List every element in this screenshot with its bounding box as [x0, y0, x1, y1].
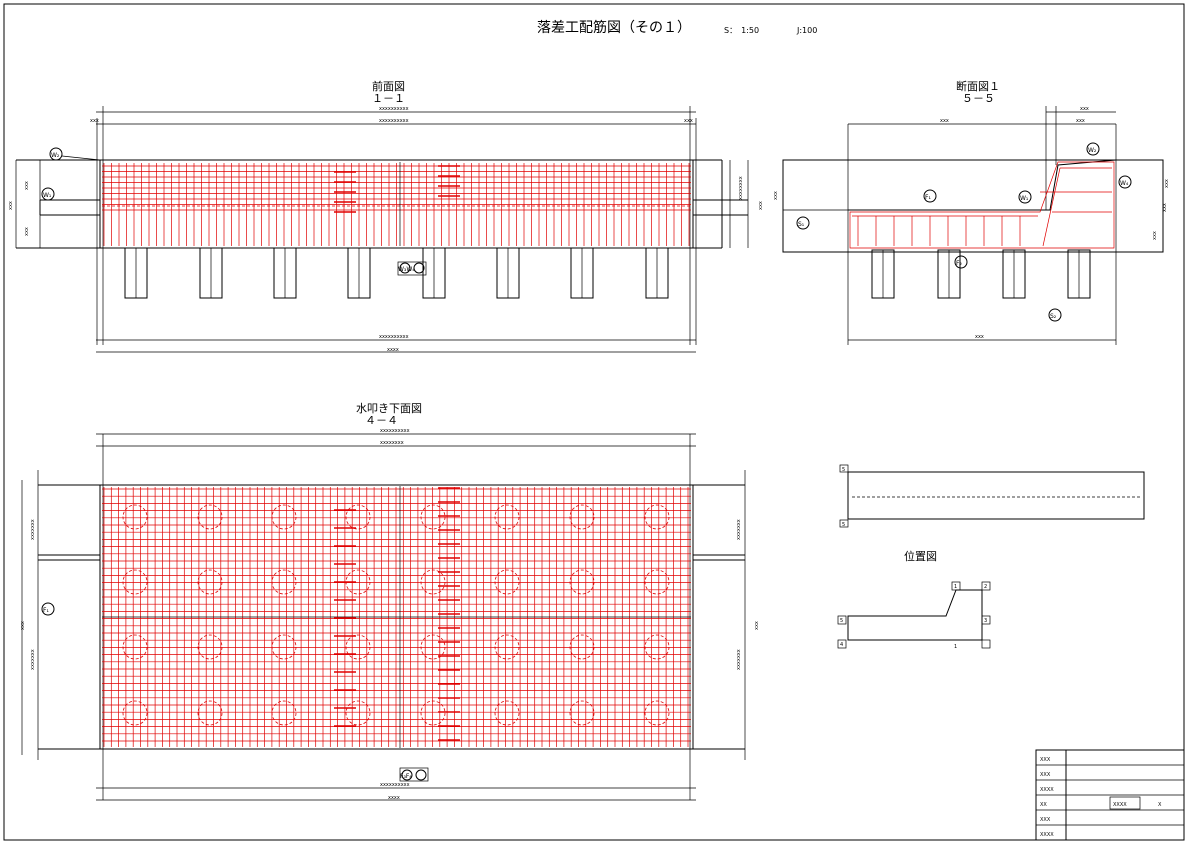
section-view-name: 断面図１ [956, 79, 1000, 93]
title-block: XXX XXX XXXX XX XXX XXXX XXXX X [1035, 749, 1185, 841]
front-dim-right: xxx [684, 118, 693, 124]
svg-text:XXXX: XXXX [1040, 832, 1054, 838]
front-rebar-grid [102, 162, 691, 246]
svg-text:xxxxxxx: xxxxxxx [736, 649, 742, 670]
svg-text:xxx: xxx [1080, 106, 1089, 112]
svg-text:xxxxxxxxxx: xxxxxxxxxx [380, 782, 410, 788]
mark-w1: W₁ [41, 187, 55, 201]
front-view-sub: １－１ [372, 92, 405, 105]
front-dim-top: xxxxxxxxxx [379, 106, 409, 112]
svg-text:xxxxxxxxxx: xxxxxxxxxx [380, 428, 410, 434]
sheet-border [3, 3, 1185, 841]
svg-text:W₂: W₂ [1088, 147, 1097, 154]
plan-piles [122, 504, 670, 726]
front-piles [124, 247, 669, 299]
svg-text:W₄: W₄ [1120, 180, 1129, 187]
key-plan: 5 5 [839, 464, 1145, 528]
svg-text:xxx: xxx [1076, 118, 1085, 124]
svg-text:3: 3 [984, 618, 987, 624]
svg-text:xxx: xxx [975, 334, 984, 340]
mark-w1-sec: W₁ [1018, 190, 1032, 204]
front-dim-left: xxx [90, 118, 99, 124]
svg-text:XXX: XXX [1040, 772, 1051, 778]
svg-text:xxxxxxxx: xxxxxxxx [380, 440, 404, 446]
svg-text:xxx: xxx [754, 621, 760, 630]
svg-text:F₁: F₁ [43, 607, 49, 614]
drawing-title: 落差工配筋図（その１） [537, 19, 691, 36]
svg-text:1: 1 [954, 644, 957, 650]
svg-text:xxx: xxx [1152, 231, 1158, 240]
svg-text:xxx: xxx [20, 621, 26, 630]
svg-text:xxx: xxx [1164, 179, 1170, 188]
svg-text:xxx: xxx [24, 227, 30, 236]
mark-f1: F₁ [923, 189, 937, 203]
front-view: 前面図 １－１ xxxxxxxxxx xxxxxxxxxx xxx xxx xx… [8, 79, 764, 353]
mark-f1-plan: F₁ [41, 602, 55, 616]
svg-text:XXX: XXX [1040, 757, 1051, 763]
svg-text:W₂: W₂ [51, 152, 60, 159]
svg-text:4: 4 [840, 642, 843, 648]
svg-text:F₃F₄: F₃F₄ [400, 773, 412, 780]
mark-w2-sec: W₂ [1086, 142, 1100, 156]
plan-view-sub: ４－４ [365, 414, 398, 427]
svg-text:xxx: xxx [24, 181, 30, 190]
svg-text:xxx: xxx [773, 191, 779, 200]
plan-view: 水叩き下面図 ４－４ xxxxxxxxxx xxxxxxxx xxxxxxx x… [20, 402, 760, 801]
mark-w2: W₂ [49, 147, 101, 161]
svg-text:2: 2 [984, 584, 987, 590]
mark-s2: S₂ [1048, 308, 1062, 322]
svg-text:xxxx: xxxx [388, 795, 400, 801]
svg-text:5: 5 [842, 467, 845, 473]
svg-text:xxxxxxx: xxxxxxx [30, 519, 36, 540]
svg-text:xxxxxxx: xxxxxxx [30, 649, 36, 670]
front-dim-bottom2: xxxx [387, 347, 399, 353]
svg-text:XXXX: XXXX [1040, 787, 1054, 793]
svg-text:5: 5 [840, 618, 843, 624]
mark-w3w4: W₃W₄ [397, 261, 427, 276]
mark-w4-sec: W₄ [1118, 175, 1132, 189]
svg-text:xxx: xxx [8, 201, 14, 210]
svg-text:xxx: xxx [1162, 203, 1168, 212]
title-block-center: XXXX [1113, 802, 1127, 808]
front-dim-bottom: xxxxxxxxxx [379, 334, 409, 340]
front-dim-top2: xxxxxxxxxx [379, 118, 409, 124]
svg-text:xxx: xxx [758, 201, 764, 210]
mark-f3f4: F₃F₄ [399, 767, 429, 782]
svg-text:S₁: S₁ [798, 221, 805, 228]
section-piles [871, 249, 1091, 299]
position-diagram: 位置図 1 2 3 4 5 1 [837, 549, 991, 650]
svg-text:F₂: F₂ [956, 260, 962, 267]
scale-s: S： 1:50 [724, 26, 759, 35]
svg-text:xxxxxxx: xxxxxxx [736, 519, 742, 540]
svg-text:W₃W₄: W₃W₄ [398, 266, 415, 273]
position-diagram-title: 位置図 [904, 549, 937, 563]
svg-text:1: 1 [954, 584, 957, 590]
svg-text:F₁: F₁ [925, 194, 931, 201]
section-view-sub: ５－５ [962, 92, 995, 105]
section-rebar [857, 191, 1112, 246]
mark-s1: S₁ [796, 216, 810, 230]
svg-text:XX: XX [1040, 802, 1047, 808]
svg-text:XXX: XXX [1040, 817, 1051, 823]
scale-j: J:100 [796, 26, 817, 35]
front-view-name: 前面図 [372, 79, 405, 93]
svg-text:W₁: W₁ [43, 192, 52, 199]
svg-text:W₁: W₁ [1020, 195, 1029, 202]
plan-rebar-grid [102, 486, 691, 748]
section-view: 断面図１ ５－５ xxx xxx xxx xxx xxx xxx xxx xxx… [773, 79, 1170, 345]
mark-f2: F₂ [954, 255, 968, 269]
svg-text:xxx: xxx [940, 118, 949, 124]
title-block-right: X [1158, 802, 1162, 808]
svg-text:S₂: S₂ [1050, 313, 1057, 320]
plan-view-name: 水叩き下面図 [356, 402, 422, 415]
svg-text:xxxxxxxx: xxxxxxxx [738, 176, 744, 200]
svg-text:5: 5 [842, 522, 845, 528]
